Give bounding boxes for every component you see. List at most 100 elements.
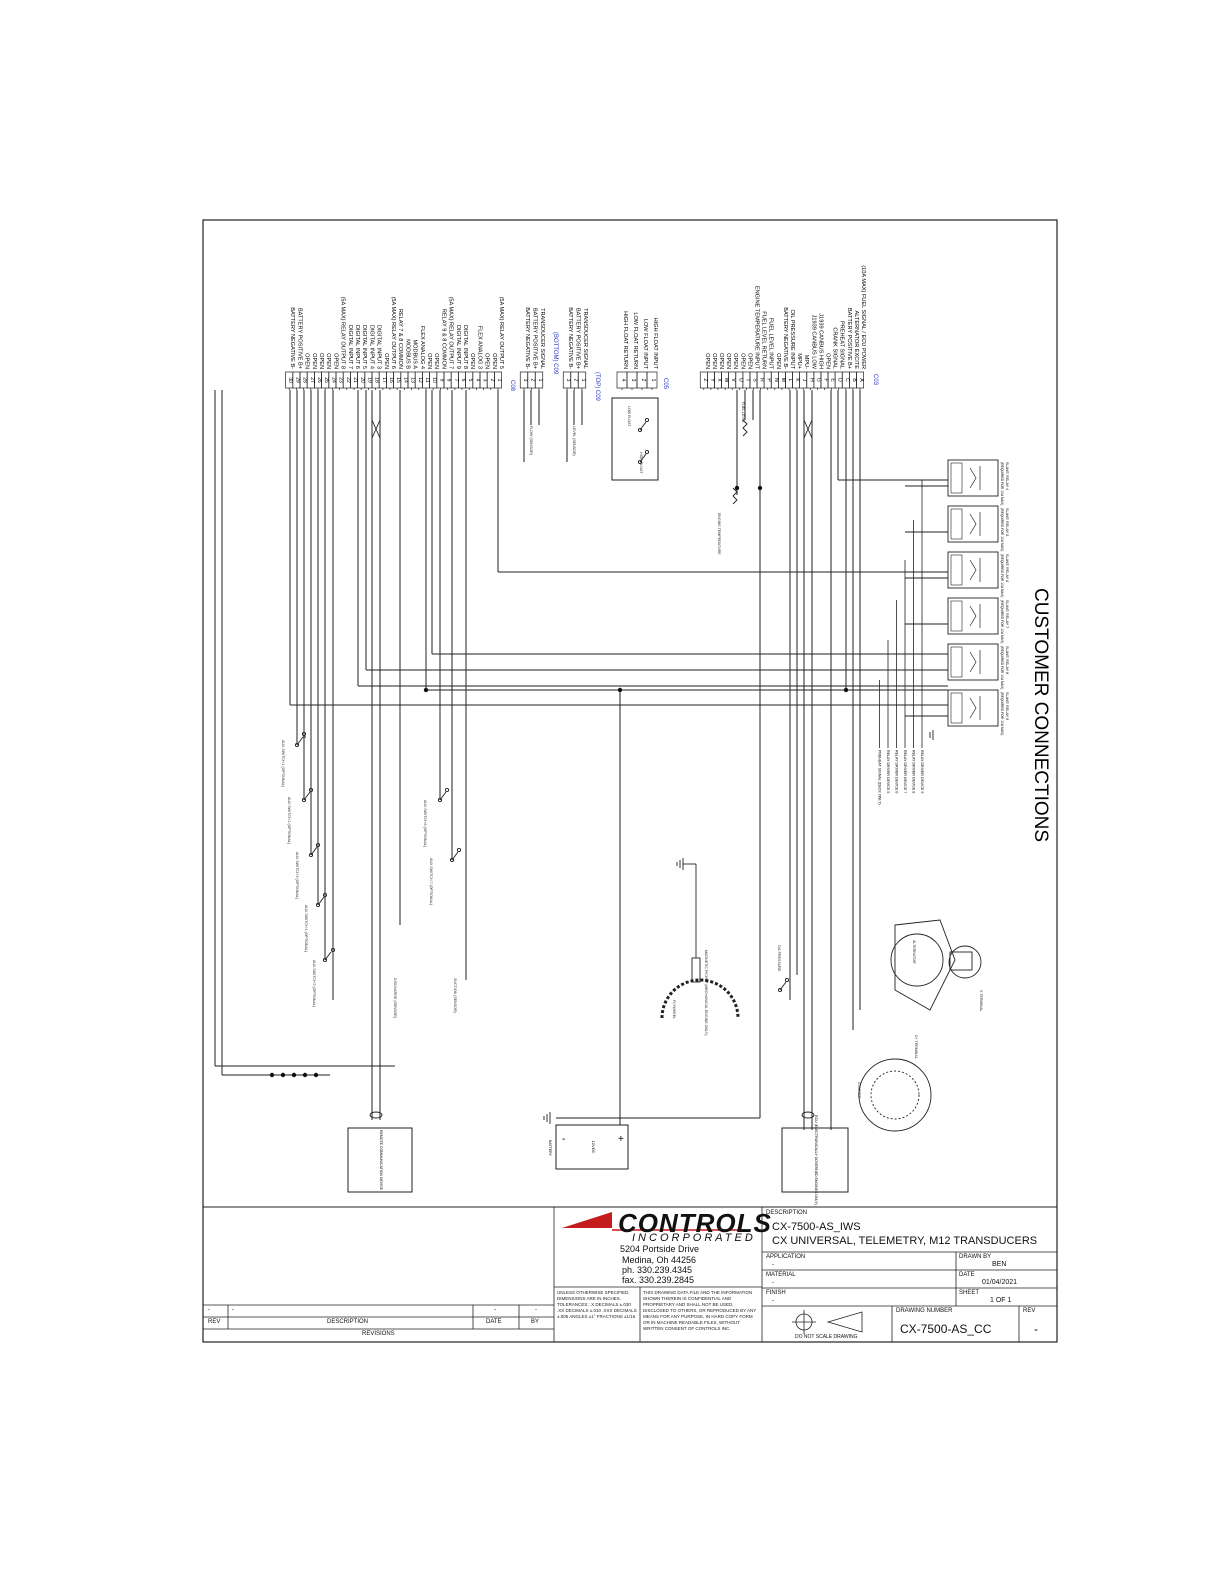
do-not-scale-note: DO NOT SCALE DRAWING [795, 1334, 858, 1340]
slave-relay-name: SLAVE RELAY 9 [1005, 692, 1009, 720]
c08-pin-label: DIGITAL INPUT 6 [354, 325, 360, 369]
c08-pin-number: 21 [352, 377, 358, 383]
c03-pin-label: OIL PRESSURE INPUT [789, 310, 795, 370]
c08-pin-number: 22 [345, 377, 351, 383]
c08-pin-label: OPEN [311, 353, 317, 369]
svg-text:REMOTE COMMUNICATION DEVICE: REMOTE COMMUNICATION DEVICE [379, 1130, 383, 1191]
revisions-row-rev: - [208, 1307, 210, 1313]
c03-pin-number: U [737, 378, 743, 382]
c08-pin-number: 17 [381, 377, 387, 383]
c08-pin-label: DIGITAL INPUT 3 [376, 325, 382, 369]
svg-text:AUX SWITCH 6 (OPTIONAL): AUX SWITCH 6 (OPTIONAL) [423, 800, 427, 847]
c05-label: C05 [662, 378, 668, 390]
c03-pin-number: M [780, 378, 786, 382]
c03-pin-label: OPEN [725, 353, 731, 369]
c08-pin-label: (5A MAX) RELAY OUTPUT 7 [448, 297, 454, 369]
c08-label: C08 [509, 380, 515, 392]
connector-c08: 1(5A MAX) RELAY OUTPUT 52OPEN3OPEN4FLEX … [285, 297, 504, 390]
c08-pin-number: 9 [438, 379, 444, 382]
c08-pin-16: 16(5A MAX) RELAY OUTPUT 6 [386, 297, 396, 390]
c03-pin-label: OPEN [746, 353, 752, 369]
svg-text:AUX SWITCH 4 (OPTIONAL): AUX SWITCH 4 (OPTIONAL) [304, 905, 308, 952]
slave-relay-4: SLAVE RELAY 4(REQUIRED FOR 10A MAX) [905, 459, 1009, 505]
revisions-row-description: - [232, 1307, 234, 1313]
c03-pin-label: OPEN [825, 353, 831, 369]
c08-pin-number: 25 [323, 377, 329, 383]
c03-pin-label: OPEN [739, 353, 745, 369]
svg-text:DISCHARGE (SENSOR): DISCHARGE (SENSOR) [393, 978, 397, 1018]
relay-driver-label: RELAY DRIVER DEVICE 8 [912, 750, 916, 793]
company-fax: fax. 330.239.2845 [622, 1275, 695, 1285]
drawn-by-value: BEN [992, 1261, 1007, 1268]
c08-pin-number: 10 [431, 377, 437, 383]
c09-bottom-label: (BOTTOM) C09 [552, 332, 558, 375]
company-phone: ph. 330.239.4345 [622, 1265, 693, 1275]
c05-pin-label: HIGH FLOAT INPUT [652, 318, 658, 370]
sheet-label: SHEET [959, 1290, 980, 1296]
finish-value: - [772, 1298, 774, 1304]
c09-top-pin-number: 2 [573, 379, 579, 382]
slave-relay-note: (REQUIRED FOR 10A MAX) [1000, 462, 1004, 505]
c08-pin-number: 27 [309, 377, 315, 383]
c03-pin-label: FUEL LEVEL RETURN [761, 311, 767, 369]
application-label: APPLICATION [766, 1254, 806, 1260]
battery-plus: + [618, 1134, 624, 1145]
c09-bottom-pin-label: TRANSDUCER SIGNAL [539, 308, 545, 369]
drawn-by-label: DRAWN BY [959, 1254, 992, 1260]
c03-pin-label: ENGINE TEMPERATURE INPUT [754, 286, 760, 370]
c09-bottom-pin-label: BATTERY POSITIVE B+ [532, 308, 538, 369]
c08-pin-label: RELAY 9 & 8 COMMON [440, 309, 446, 369]
c03-pin-label: BATTERY POSITIVE B+ [846, 308, 852, 369]
battery-minus: - [562, 1134, 565, 1145]
svg-text:S TERMINAL: S TERMINAL [979, 990, 983, 1012]
c03-pin-number: G [815, 378, 821, 382]
c03-pin-S: S ENGINE TEMPERATURE INPUT [749, 286, 760, 390]
revisions-header-description: DESCRIPTION [327, 1319, 369, 1325]
c08-pin-9: 9 RELAY 9 & 8 COMMON [436, 309, 446, 390]
c08-pin-label: OPEN [491, 353, 497, 369]
c03-pin-label: J1939 CANBUS LOW [810, 315, 816, 370]
description-label: DESCRIPTION [766, 1210, 808, 1216]
svg-text:OIL PRESSURE: OIL PRESSURE [777, 945, 781, 972]
company-address-1: 5204 Portside Drive [620, 1244, 700, 1254]
c09-top-pin-number: 1 [580, 379, 586, 382]
slave-relay-note: (REQUIRED FOR 10A MAX) [1000, 692, 1004, 735]
c03-pin-label: MPU+ [796, 353, 802, 369]
material-label: MATERIAL [766, 1272, 796, 1278]
rev-value: - [1034, 1322, 1038, 1336]
c08-pin-number: 15 [395, 377, 401, 383]
c08-pin-number: 11 [424, 377, 430, 382]
splice-dots [269, 485, 849, 1078]
svg-text:AUX SWITCH 2 (OPTIONAL): AUX SWITCH 2 (OPTIONAL) [287, 797, 291, 844]
c08-pin-label: DIGITAL INPUT 4 [368, 325, 374, 369]
svg-text:ECU (ELECTRONICALLY GOVERNED E: ECU (ELECTRONICALLY GOVERNED ENGINES ONL… [814, 1115, 818, 1204]
sheet-value: 1 OF 1 [990, 1297, 1012, 1304]
svg-text:SUCTION (SENSOR): SUCTION (SENSOR) [453, 978, 457, 1013]
c08-pin-number: 19 [366, 377, 372, 383]
c05-pin-number: 2 [640, 379, 646, 382]
c05-pin-label: LOW FLOAT INPUT [642, 319, 648, 370]
c08-pin-label: OPEN [484, 353, 490, 369]
proprietary-note: THIS DRAWING DATA FILE AND THE INFORMATI… [643, 1290, 757, 1331]
c08-pin-label: OPEN [426, 353, 432, 369]
c08-pin-number: 13 [410, 377, 416, 383]
c08-pin-label: OPEN [433, 353, 439, 369]
c03-pin-number: E [830, 378, 836, 382]
c03-pin-number: S [752, 378, 758, 382]
c03-pin-label: (10A MAX) FUEL SIGNAL / ECU POWER [860, 265, 866, 369]
c08-pin-number: 5 [467, 379, 473, 382]
c03-pin-number: Y [709, 378, 715, 382]
svg-text:AUX SWITCH 5 (OPTIONAL): AUX SWITCH 5 (OPTIONAL) [312, 960, 316, 1007]
c08-pin-label: FLEX ANALOG 3 [476, 326, 482, 369]
c08-pin-number: 20 [359, 377, 365, 383]
c08-pin-label: (5A MAX) RELAY OUTPUT 5 [498, 297, 504, 369]
c08-pin-label: (5A MAX) RELAY OUTPUT 8 [340, 297, 346, 369]
svg-text:LOW FLOAT: LOW FLOAT [627, 406, 631, 427]
c03-pin-label: J1939 CANBUS HIGH [817, 313, 823, 369]
c08-pin-number: 24 [330, 377, 336, 383]
remote-comm-device: REMOTE COMMUNICATION DEVICE [347, 1127, 413, 1193]
c03-pin-number: A [858, 378, 864, 382]
c03-pin-label: OPEN [718, 353, 724, 369]
slave-relay-8: SLAVE RELAY 8(REQUIRED FOR 10A MAX) [905, 643, 1009, 689]
